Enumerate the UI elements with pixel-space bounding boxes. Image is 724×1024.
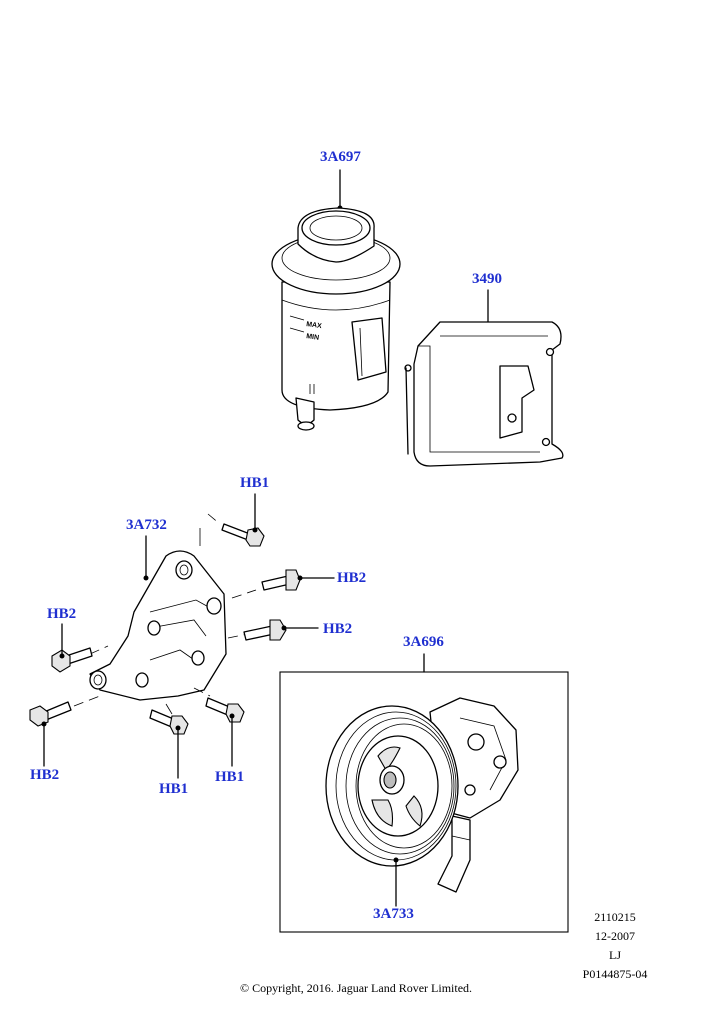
callout-hb2-right-upper[interactable]: HB2 — [337, 570, 367, 586]
bolt-hb2-right-lower — [243, 619, 319, 641]
pump-bracket-part — [73, 513, 257, 715]
reservoir-bracket-part — [404, 289, 564, 467]
callout-hb2-right-lower[interactable]: HB2 — [323, 621, 353, 637]
callout-hb2-left-upper[interactable]: HB2 — [47, 606, 77, 622]
callout-3a733[interactable]: 3A733 — [373, 906, 414, 922]
drawing-reference: P0144875-04 — [582, 967, 648, 981]
reservoir-max-mark: MAX — [306, 321, 323, 330]
reservoir-part: MAX MIN — [271, 169, 401, 431]
bolt-hb2-right-upper — [261, 569, 335, 591]
bolt-hb2-left-upper — [51, 623, 93, 673]
drawing-date: 12-2007 — [595, 929, 635, 943]
bolt-hb1-bottom-mid — [149, 709, 189, 779]
callout-3a697[interactable]: 3A697 — [320, 149, 361, 165]
copyright-notice: © Copyright, 2016. Jaguar Land Rover Lim… — [239, 981, 473, 995]
callout-hb1-top[interactable]: HB1 — [240, 475, 270, 491]
drawing-code: 2110215 — [594, 910, 636, 924]
callout-hb1-bottom-right[interactable]: HB1 — [215, 769, 245, 785]
callout-hb2-left-lower[interactable]: HB2 — [30, 767, 60, 783]
callout-3a696[interactable]: 3A696 — [403, 634, 444, 650]
callout-hb1-bottom-mid[interactable]: HB1 — [159, 781, 189, 797]
callout-3a732[interactable]: 3A732 — [126, 517, 167, 533]
drawing-initials: LJ — [609, 948, 621, 962]
bolt-hb1-bottom-right — [205, 697, 245, 767]
callout-3490[interactable]: 3490 — [472, 271, 502, 287]
bolt-hb1-top — [221, 493, 265, 547]
reservoir-min-mark: MIN — [306, 333, 320, 342]
bolt-hb2-left-lower — [29, 701, 72, 767]
pump-assembly-part — [279, 653, 569, 933]
